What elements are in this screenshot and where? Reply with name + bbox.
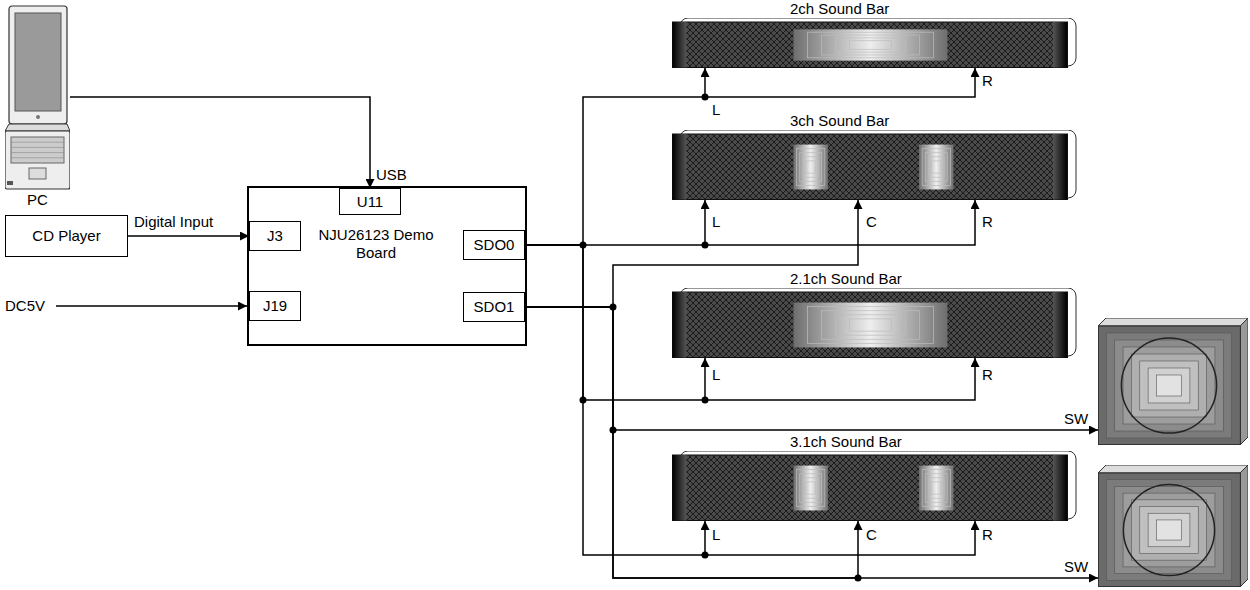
channel-label: R (982, 72, 993, 90)
subwoofer-illustration (1098, 465, 1248, 587)
cd-player-box: CD Player (5, 215, 128, 257)
signal-connector (525, 245, 705, 400)
channel-label: C (866, 213, 877, 231)
subwoofer: SW (1098, 465, 1248, 587)
subwoofer: SW (1098, 318, 1248, 445)
sound-bar: 3.1ch Sound Bar (672, 433, 1077, 521)
right-channel-wire (705, 200, 975, 245)
output-box: SDO0 (463, 230, 525, 260)
right-channel-wire (705, 68, 975, 97)
channel-label: L (712, 101, 720, 119)
signal-connector (128, 235, 249, 237)
power-wire (56, 305, 247, 307)
device-label: PC (5, 191, 70, 209)
sound-bar-illustration (672, 451, 1077, 521)
channel-label: L (712, 213, 720, 231)
channel-label: R (982, 526, 993, 544)
signal-connector (525, 68, 705, 245)
channel-label: L (712, 366, 720, 384)
output-name: SDO0 (474, 236, 515, 254)
pc-node: PC (5, 5, 70, 211)
connector-label: Digital Input (134, 213, 213, 231)
channel-label: R (982, 213, 993, 231)
subwoofer-illustration (1098, 318, 1248, 445)
channel-label: L (712, 526, 720, 544)
connector-box: J3 (249, 221, 301, 251)
device-label: CD Player (32, 227, 100, 245)
connector-box: U11 (339, 188, 401, 215)
signal-connector (70, 97, 370, 188)
board-label: NJU26123 Demo Board (311, 226, 441, 262)
signal-connector (525, 200, 705, 245)
output-name: SDO1 (474, 298, 515, 316)
right-channel-wire (705, 358, 975, 400)
sound-bar-illustration (672, 288, 1077, 358)
channel-label: C (866, 526, 877, 544)
sound-bar-illustration (672, 18, 1077, 68)
sound-bar-title: 2.1ch Sound Bar (790, 270, 902, 288)
connector-label: USB (376, 166, 407, 184)
sound-bar: 3ch Sound Bar (672, 112, 1077, 200)
connector-name: J19 (263, 297, 287, 315)
subwoofer-label: SW (1064, 410, 1088, 428)
subwoofer-label: SW (1064, 558, 1088, 576)
channel-label: R (982, 366, 993, 384)
connector-name: U11 (357, 193, 383, 211)
sound-bar-title: 3.1ch Sound Bar (790, 433, 902, 451)
sound-bar: 2.1ch Sound Bar (672, 270, 1077, 358)
right-channel-wire (705, 521, 975, 555)
laptop-illustration (5, 5, 70, 191)
power-label: DC5V (5, 297, 45, 315)
connector-box: J19 (249, 291, 301, 321)
sound-bar: 2ch Sound Bar (672, 0, 1077, 68)
sound-bar-title: 3ch Sound Bar (790, 112, 889, 130)
connector-name: J3 (267, 227, 283, 245)
demo-board: NJU26123 Demo Board U11J3J19 SDO0SDO1 (247, 186, 527, 346)
sound-bar-title: 2ch Sound Bar (790, 0, 889, 18)
sound-bar-illustration (672, 130, 1077, 200)
output-box: SDO1 (463, 292, 525, 322)
